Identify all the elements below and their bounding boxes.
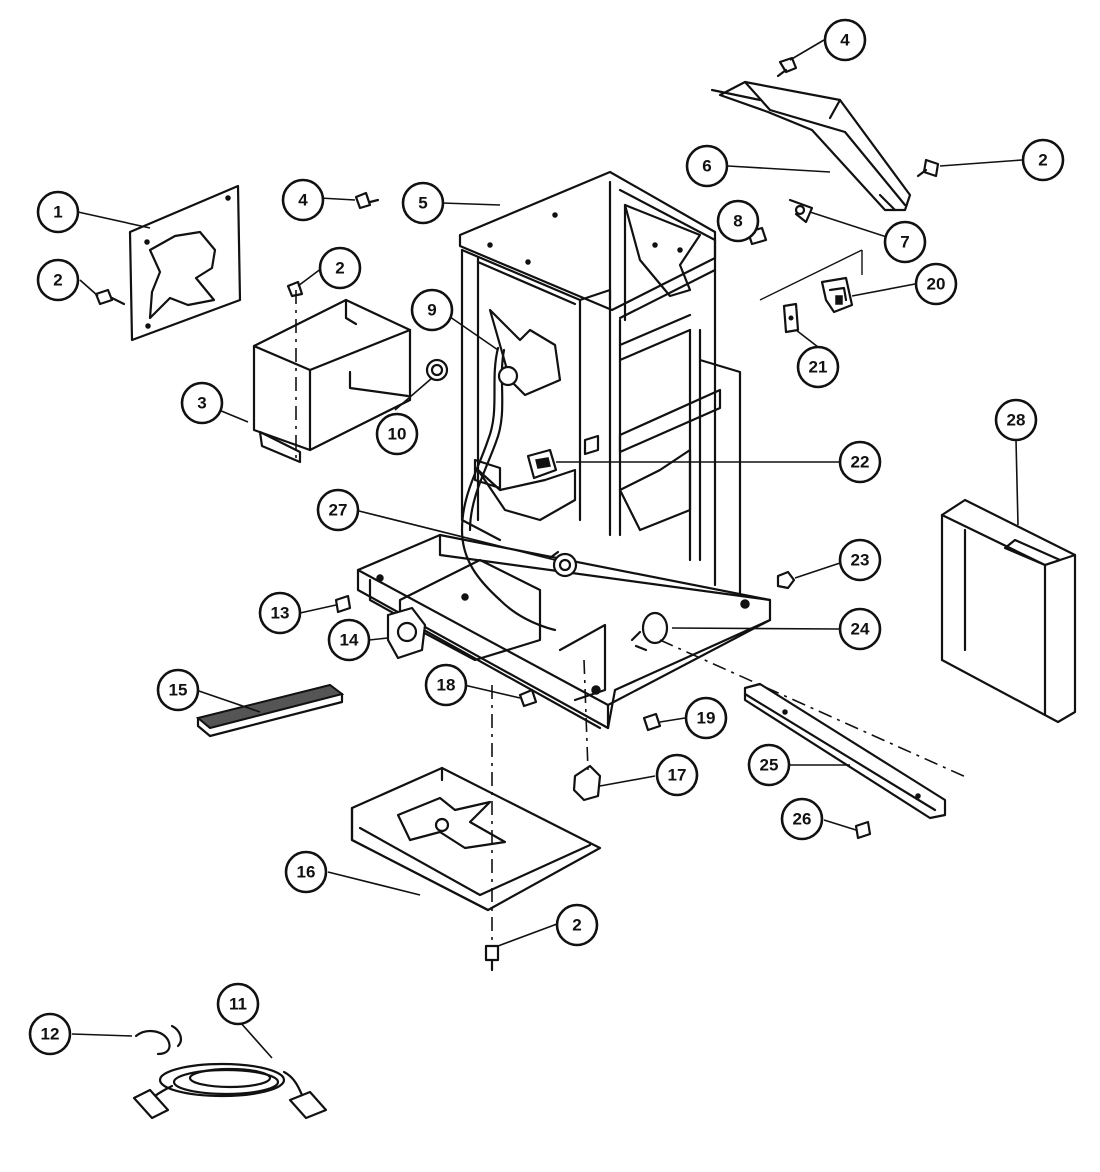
part-top-rail	[710, 80, 912, 212]
callout-9: 9	[410, 288, 454, 332]
callout-7: 7	[883, 220, 927, 264]
part-grommet	[425, 358, 449, 382]
callout-8: 8	[716, 199, 760, 243]
svg-text:2: 2	[572, 916, 581, 935]
part-switch-bracket	[820, 276, 854, 314]
callout-2-cover: 2	[318, 246, 362, 290]
part-foam-strip	[195, 683, 345, 738]
svg-text:2: 2	[1038, 151, 1047, 170]
svg-text:12: 12	[41, 1025, 60, 1044]
part-small-plate	[782, 302, 800, 334]
callout-27: 27	[316, 488, 360, 532]
svg-text:28: 28	[1007, 411, 1026, 430]
svg-text:5: 5	[418, 194, 427, 213]
svg-text:24: 24	[851, 620, 870, 639]
svg-text:18: 18	[437, 676, 456, 695]
callout-19: 19	[684, 696, 728, 740]
callout-18: 18	[424, 663, 468, 707]
svg-text:17: 17	[668, 766, 687, 785]
svg-text:10: 10	[388, 425, 407, 444]
svg-text:7: 7	[900, 233, 909, 252]
part-wire-harness	[460, 346, 557, 632]
svg-text:26: 26	[793, 810, 812, 829]
callout-17: 17	[655, 753, 699, 797]
callout-2-bottom: 2	[555, 903, 599, 947]
part-foot-clip	[572, 764, 602, 802]
svg-text:2: 2	[335, 259, 344, 278]
part-bottom-plate	[350, 766, 602, 912]
part-cover-bracket	[252, 298, 412, 464]
svg-text:3: 3	[197, 394, 206, 413]
svg-text:2: 2	[53, 271, 62, 290]
svg-text:22: 22	[851, 453, 870, 472]
svg-text:27: 27	[329, 501, 348, 520]
svg-text:20: 20	[927, 275, 946, 294]
callout-28: 28	[994, 398, 1038, 442]
callout-25: 25	[747, 743, 791, 787]
callout-4-left: 4	[281, 178, 325, 222]
svg-text:14: 14	[340, 631, 359, 650]
callout-4-top: 4	[823, 18, 867, 62]
part-thermostat	[630, 611, 669, 652]
part-switch	[526, 448, 558, 480]
part-cabinet-frame	[458, 170, 742, 614]
part-strain-relief	[134, 1024, 182, 1056]
part-power-cord	[132, 1062, 328, 1120]
callout-2-left: 2	[36, 258, 80, 302]
part-terminal	[548, 550, 578, 578]
callout-21: 21	[796, 345, 840, 389]
svg-text:13: 13	[271, 604, 290, 623]
callout-22: 22	[838, 440, 882, 484]
part-side-panel	[128, 184, 242, 342]
svg-text:8: 8	[733, 212, 742, 231]
svg-text:16: 16	[297, 863, 316, 882]
svg-text:1: 1	[53, 203, 62, 222]
svg-text:21: 21	[809, 358, 828, 377]
part-cord-clamp	[386, 606, 427, 660]
svg-text:4: 4	[840, 31, 850, 50]
part-clip	[788, 198, 814, 224]
part-door-panel	[940, 498, 1077, 724]
svg-text:23: 23	[851, 551, 870, 570]
callout-1: 1	[36, 190, 80, 234]
callout-24: 24	[838, 607, 882, 651]
svg-text:4: 4	[298, 191, 308, 210]
callout-14: 14	[327, 618, 371, 662]
part-nut-23	[776, 570, 796, 590]
svg-text:6: 6	[702, 157, 711, 176]
alignment-lines	[295, 249, 969, 945]
callout-26: 26	[780, 797, 824, 841]
svg-text:15: 15	[169, 681, 188, 700]
svg-text:19: 19	[697, 709, 716, 728]
callout-3: 3	[180, 381, 224, 425]
callout-16: 16	[284, 850, 328, 894]
callout-13: 13	[258, 591, 302, 635]
callout-2-rail: 2	[1021, 138, 1065, 182]
callout-11: 11	[216, 982, 260, 1026]
callout-12: 12	[28, 1012, 72, 1056]
callout-5: 5	[401, 181, 445, 225]
callout-10: 10	[375, 412, 419, 456]
callout-6: 6	[685, 144, 729, 188]
svg-text:25: 25	[760, 756, 779, 775]
svg-text:9: 9	[427, 301, 436, 320]
callout-23: 23	[838, 538, 882, 582]
callout-20: 20	[914, 262, 958, 306]
svg-text:11: 11	[229, 995, 247, 1014]
callout-15: 15	[156, 668, 200, 712]
